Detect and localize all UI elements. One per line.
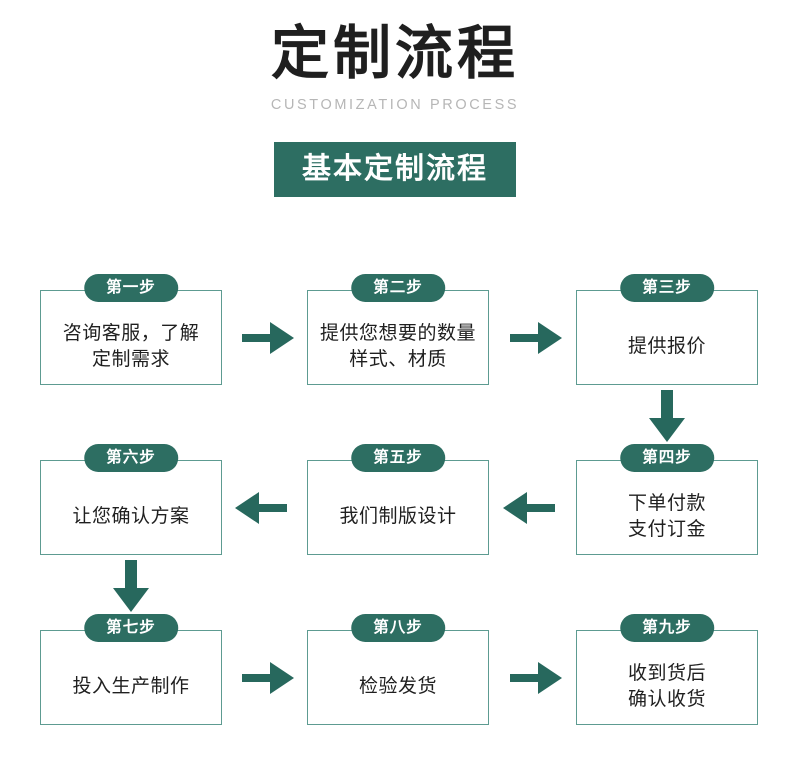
flow-step-7-line-1: 投入生产制作 — [72, 674, 190, 697]
flow-step-2-line-1: 提供您想要的数量 — [319, 321, 476, 344]
arrow-right-icon-step8-step9 — [508, 652, 564, 704]
flow-step-4-line-2: 支付订金 — [627, 518, 706, 540]
flow-step-3-text: 提供报价 — [577, 308, 757, 384]
flow-step-5-text: 我们制版设计 — [308, 478, 488, 554]
flow-step-5-badge: 第五步 — [351, 444, 445, 473]
arrow-right-icon-step1-step2 — [240, 312, 296, 364]
flow-step-6-badge: 第六步 — [84, 444, 178, 473]
arrow-left-icon-step4-step5 — [501, 482, 557, 534]
flow-step-8: 第八步 检验发货 — [307, 614, 489, 725]
flow-step-4-line-1: 下单付款 — [627, 491, 706, 514]
arrow-down-icon-step3-step4 — [641, 388, 693, 444]
flow-step-6: 第六步 让您确认方案 — [40, 444, 222, 555]
flow-step-5-line-1: 我们制版设计 — [339, 504, 457, 527]
flow-step-2-text: 提供您想要的数量 样式、材质 — [308, 308, 488, 384]
flow-step-6-text: 让您确认方案 — [41, 478, 221, 554]
flow-step-2-badge: 第二步 — [351, 274, 445, 303]
flow-step-3-line-1: 提供报价 — [627, 334, 706, 357]
flow-step-3: 第三步 提供报价 — [576, 274, 758, 385]
arrow-right-icon-step7-step8 — [240, 652, 296, 704]
section-banner: 基本定制流程 — [273, 141, 516, 197]
arrow-down-icon-step6-step7 — [105, 558, 157, 614]
flow-step-9-badge: 第九步 — [620, 614, 714, 643]
flow-step-4: 第四步 下单付款 支付订金 — [576, 444, 758, 555]
page-header: 定制流程 CUSTOMIZATION PROCESS 基本定制流程 — [0, 0, 790, 197]
page-title: 定制流程 — [270, 19, 519, 87]
flow-step-7-text: 投入生产制作 — [41, 648, 221, 724]
flow-step-9-text: 收到货后 确认收货 — [577, 648, 757, 724]
flow-step-7-badge: 第七步 — [84, 614, 178, 643]
flow-step-9: 第九步 收到货后 确认收货 — [576, 614, 758, 725]
flow-step-5: 第五步 我们制版设计 — [307, 444, 489, 555]
flow-step-9-line-1: 收到货后 — [627, 661, 706, 684]
flow-step-8-line-1: 检验发货 — [358, 674, 437, 697]
arrow-right-icon-step2-step3 — [508, 312, 564, 364]
flow-step-1: 第一步 咨询客服，了解 定制需求 — [40, 274, 222, 385]
flow-step-2-line-2: 样式、材质 — [349, 348, 447, 370]
flow-step-7: 第七步 投入生产制作 — [40, 614, 222, 725]
section-banner-wrapper: 基本定制流程 — [0, 141, 790, 197]
flow-step-2: 第二步 提供您想要的数量 样式、材质 — [307, 274, 489, 385]
flow-step-4-text: 下单付款 支付订金 — [577, 478, 757, 554]
flow-step-1-badge: 第一步 — [84, 274, 178, 303]
flow-step-4-badge: 第四步 — [620, 444, 714, 473]
page-subtitle: CUSTOMIZATION PROCESS — [270, 96, 520, 113]
flow-step-3-badge: 第三步 — [620, 274, 714, 303]
flow-step-1-line-2: 定制需求 — [91, 348, 170, 370]
flow-step-8-text: 检验发货 — [308, 648, 488, 724]
flow-step-1-text: 咨询客服，了解 定制需求 — [41, 308, 221, 384]
flow-step-6-line-1: 让您确认方案 — [72, 504, 190, 527]
arrow-left-icon-step5-step6 — [233, 482, 289, 534]
flow-step-8-badge: 第八步 — [351, 614, 445, 643]
flow-step-9-line-2: 确认收货 — [627, 688, 706, 710]
flow-diagram: 第一步 咨询客服，了解 定制需求 第二步 提供您想要的数量 样式、材质 第三步 … — [0, 255, 790, 755]
flow-step-1-line-1: 咨询客服，了解 — [62, 321, 200, 344]
